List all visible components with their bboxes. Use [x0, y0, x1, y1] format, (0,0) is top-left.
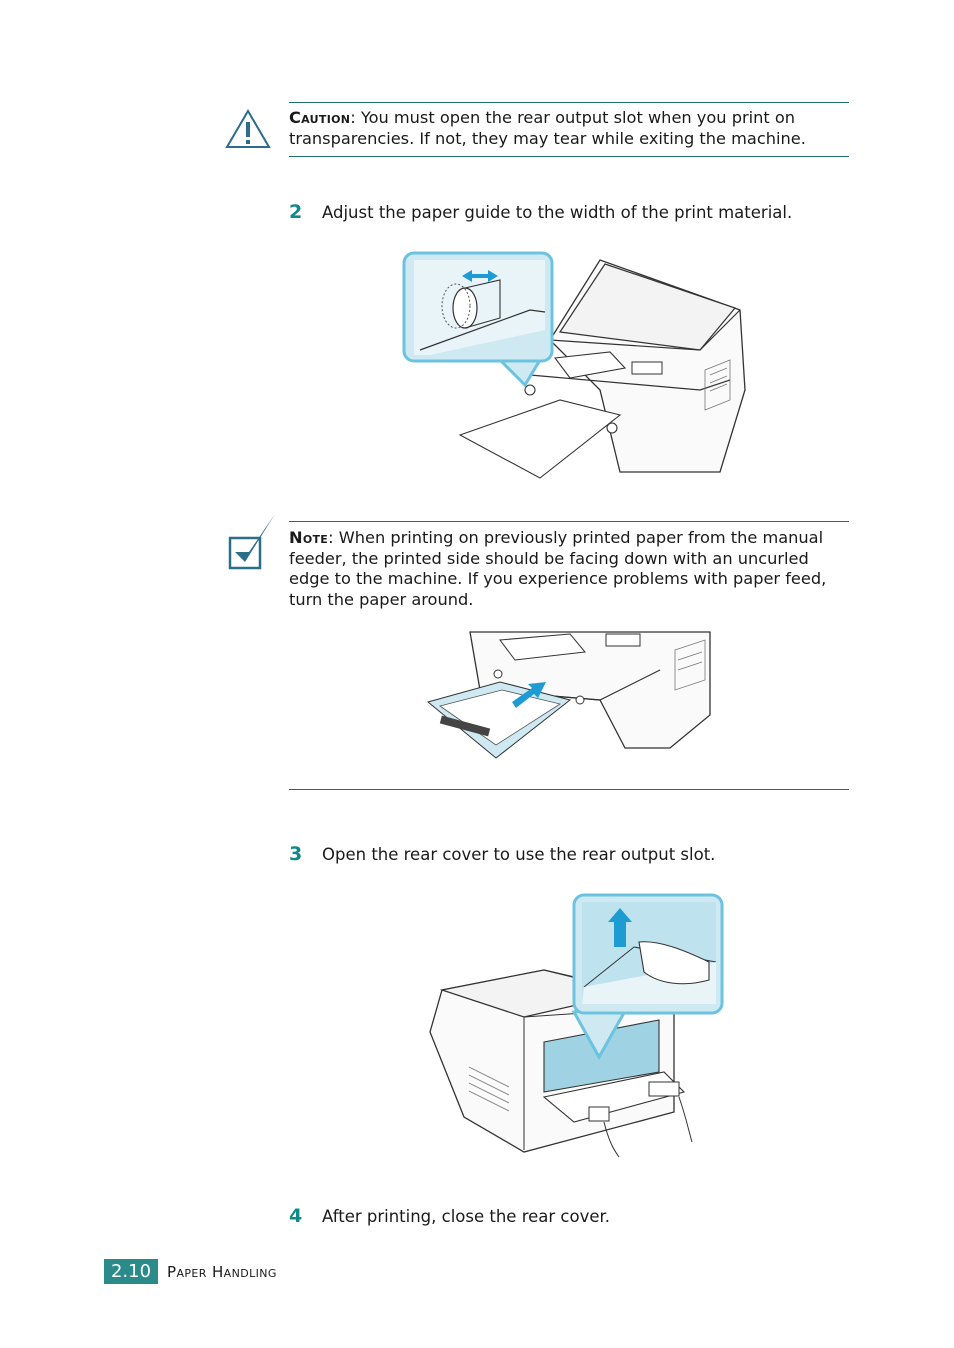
step-4: 4 After printing, close the rear cover.	[289, 1205, 610, 1228]
note-text: Note: When printing on previously printe…	[289, 528, 849, 610]
note-label: Note	[289, 528, 329, 547]
caution-body: : You must open the rear output slot whe…	[289, 108, 806, 148]
note-top-rule	[289, 521, 849, 522]
section-title: Paper Handling	[167, 1263, 277, 1281]
caution-bottom-rule	[289, 156, 849, 157]
caution-text: Caution: You must open the rear output s…	[289, 108, 849, 149]
step-3: 3 Open the rear cover to use the rear out…	[289, 843, 715, 866]
checkmark-icon	[228, 514, 275, 570]
caution-label: Caution	[289, 108, 351, 127]
step-4-number: 4	[289, 1205, 303, 1227]
step-4-text: After printing, close the rear cover.	[322, 1207, 611, 1226]
step-2-number: 2	[289, 201, 303, 223]
page-number: 2.10	[104, 1259, 158, 1284]
step-2: 2 Adjust the paper guide to the width of …	[289, 201, 792, 224]
warning-triangle-icon	[225, 109, 271, 148]
step-2-text: Adjust the paper guide to the width of t…	[322, 203, 793, 222]
note-body: : When printing on previously printed pa…	[289, 528, 827, 609]
manual-feeder-illustration	[426, 631, 711, 759]
paper-guide-illustration	[402, 251, 746, 479]
note-bottom-rule	[289, 789, 849, 790]
rear-cover-illustration	[429, 893, 724, 1158]
caution-top-rule	[289, 102, 849, 103]
step-3-text: Open the rear cover to use the rear outp…	[322, 845, 716, 864]
step-3-number: 3	[289, 843, 303, 865]
